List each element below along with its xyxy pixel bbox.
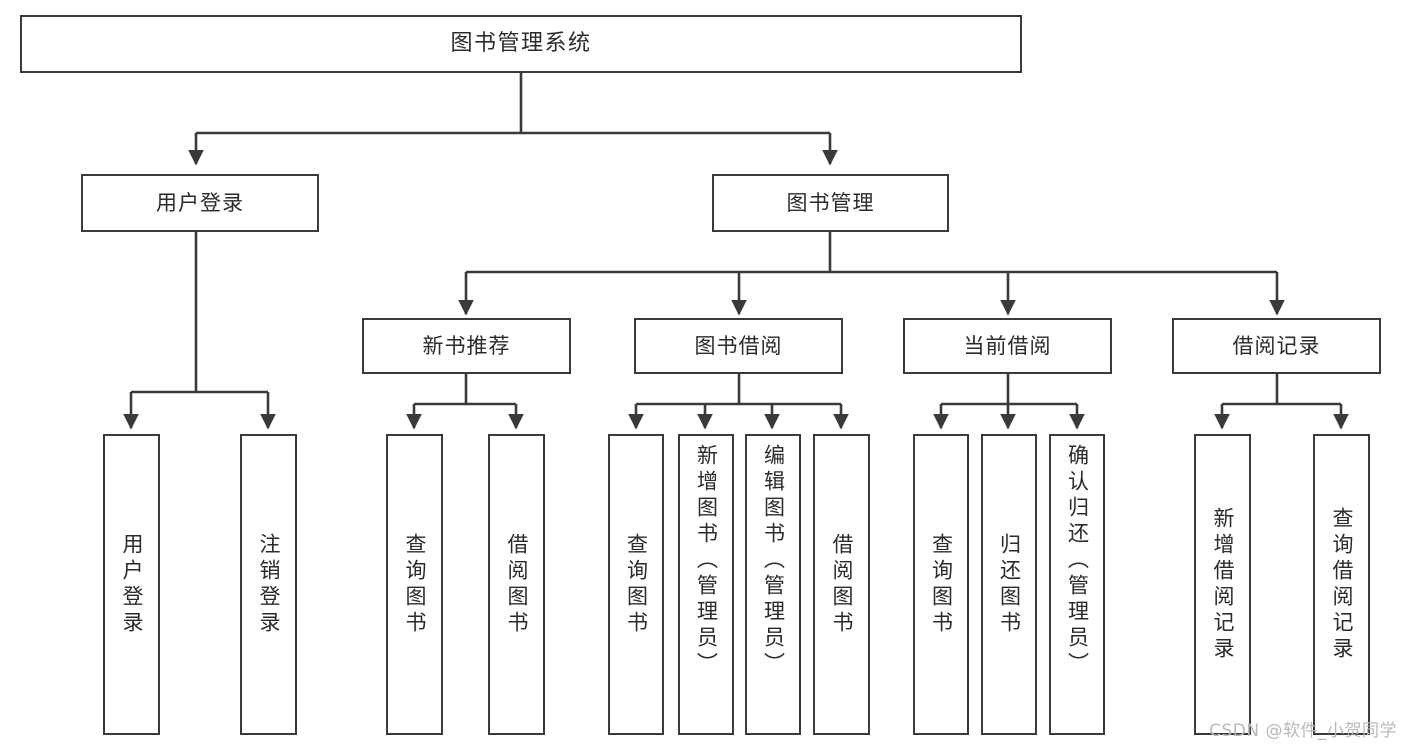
node-user-login[interactable]: 用户登录 <box>81 174 319 232</box>
node-label: 借阅记录 <box>1232 333 1321 358</box>
node-label: 查询图书 <box>624 532 649 637</box>
node-label: 查询借阅记录 <box>1330 506 1354 663</box>
node-borrow-record[interactable]: 借阅记录 <box>1172 318 1381 374</box>
node-label: 用户登录 <box>120 532 144 637</box>
node-label: 新书推荐 <box>422 333 511 358</box>
leaf-user-login[interactable]: 用户登录 <box>103 434 160 735</box>
node-label: 当前借阅 <box>963 333 1052 358</box>
leaf-add-book[interactable]: 新增图书（管理员） <box>678 434 734 735</box>
leaf-edit-book[interactable]: 编辑图书（管理员） <box>745 434 801 735</box>
leaf-user-logout[interactable]: 注销登录 <box>240 434 297 735</box>
node-label: 图书管理系统 <box>450 31 592 57</box>
leaf-query-record[interactable]: 查询借阅记录 <box>1313 434 1370 735</box>
leaf-borrow-book-1[interactable]: 借阅图书 <box>488 434 545 735</box>
leaf-confirm-return[interactable]: 确认归还（管理员） <box>1049 434 1105 735</box>
node-label: 借阅图书 <box>830 532 854 637</box>
leaf-query-book-2[interactable]: 查询图书 <box>608 434 664 735</box>
node-current-borrow[interactable]: 当前借阅 <box>903 318 1112 374</box>
leaf-query-book-1[interactable]: 查询图书 <box>386 434 443 735</box>
node-label: 编辑图书（管理员） <box>761 444 786 678</box>
node-label: 图书借阅 <box>694 333 783 358</box>
leaf-return-book[interactable]: 归还图书 <box>981 434 1037 735</box>
node-book-management[interactable]: 图书管理 <box>712 174 949 232</box>
node-label: 借阅图书 <box>505 532 529 637</box>
node-book-borrow[interactable]: 图书借阅 <box>634 318 843 374</box>
node-label: 确认归还（管理员） <box>1065 444 1090 678</box>
leaf-add-record[interactable]: 新增借阅记录 <box>1194 434 1251 735</box>
node-label: 归还图书 <box>997 532 1022 637</box>
leaf-query-book-3[interactable]: 查询图书 <box>913 434 969 735</box>
node-new-book-recommend[interactable]: 新书推荐 <box>362 318 571 374</box>
node-label: 新增借阅记录 <box>1211 506 1235 663</box>
node-label: 注销登录 <box>257 532 281 637</box>
node-label: 新增图书（管理员） <box>694 444 719 678</box>
watermark: CSDN @软件_小贺同学 <box>1209 721 1397 741</box>
node-label: 用户登录 <box>156 190 244 215</box>
node-label: 查询图书 <box>403 532 427 637</box>
node-label: 图书管理 <box>786 190 875 215</box>
leaf-borrow-book-2[interactable]: 借阅图书 <box>813 434 870 735</box>
node-root[interactable]: 图书管理系统 <box>20 15 1022 73</box>
node-label: 查询图书 <box>929 532 954 637</box>
